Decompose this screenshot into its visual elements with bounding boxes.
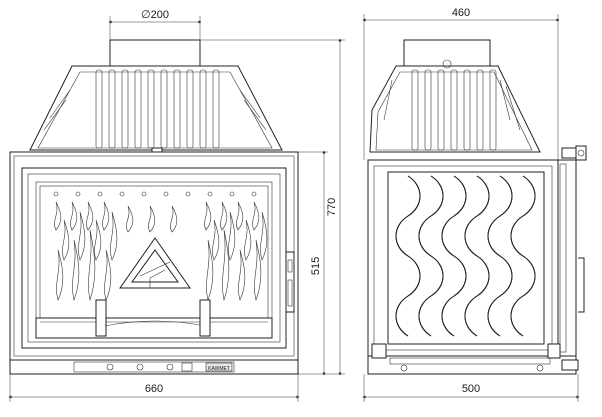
front-grate	[35, 299, 273, 339]
dim-side-depth-top-label: 460	[452, 7, 470, 19]
front-flame-pattern	[54, 201, 268, 302]
side-hood-rib	[424, 69, 432, 151]
front-door-handle	[285, 251, 295, 313]
front-rivet	[207, 191, 213, 197]
front-hood-ribs	[43, 69, 267, 149]
dim-front-door-height-label: 515	[310, 257, 322, 275]
front-top-hood	[29, 65, 283, 151]
front-rivet	[141, 191, 147, 197]
kawmet-triangle-logo-icon	[119, 237, 191, 289]
flame	[56, 249, 64, 301]
side-hood-rib	[476, 69, 484, 151]
dim-front-width: 660	[8, 374, 300, 402]
front-hood-rib	[147, 69, 155, 149]
side-view	[367, 39, 587, 375]
flame	[78, 211, 86, 261]
flame	[54, 201, 62, 231]
side-flue-collar	[403, 39, 491, 67]
front-hood-rib	[95, 69, 103, 149]
flame	[102, 201, 110, 231]
dim-front-door-height: 515	[298, 150, 328, 376]
flame	[62, 219, 70, 261]
side-top-hood	[369, 65, 541, 153]
side-door-handle	[561, 145, 587, 313]
flame	[252, 201, 260, 231]
side-wavy-channel-inner	[418, 175, 444, 337]
dim-flue-diameter-label: ∅200	[141, 9, 169, 21]
flame	[206, 239, 214, 302]
flame	[220, 201, 228, 231]
front-rivet	[185, 191, 191, 197]
front-flue-collar	[109, 39, 201, 67]
flame	[72, 239, 80, 302]
side-hood-rib	[489, 69, 497, 151]
dim-side-depth-bottom: 500	[362, 374, 580, 402]
flame	[126, 205, 134, 233]
front-hood-rib	[134, 69, 142, 149]
front-base-knobs	[106, 362, 193, 372]
flame	[86, 201, 94, 231]
side-feet	[371, 343, 579, 372]
front-rivet	[163, 191, 169, 197]
brand-plate	[205, 362, 233, 372]
side-wavy-channel-inner	[487, 175, 513, 337]
front-hood-rib	[212, 69, 220, 149]
flame	[148, 205, 156, 233]
side-hood-ribs	[383, 69, 521, 151]
side-wavy-channels	[395, 175, 536, 337]
front-view: KAWMET	[9, 39, 299, 375]
flame	[254, 239, 262, 302]
flame	[204, 201, 212, 231]
front-hood-rib	[199, 69, 207, 149]
flame	[70, 201, 78, 231]
flame	[260, 211, 268, 261]
side-wavy-channel-inner	[441, 175, 467, 337]
front-hood-rib	[108, 69, 116, 149]
flame	[212, 219, 220, 261]
flame	[110, 211, 118, 261]
front-hood-side-rib	[43, 89, 71, 131]
flame	[228, 211, 236, 261]
front-rivet	[53, 191, 59, 197]
front-hood-rib	[186, 69, 194, 149]
front-hood-side-rib	[239, 89, 267, 131]
flame	[94, 219, 102, 261]
dim-side-depth-top: 460	[362, 7, 560, 160]
front-rivet	[251, 191, 257, 197]
front-rivet	[119, 191, 125, 197]
front-hood-rib	[160, 69, 168, 149]
side-hood-side-rib	[383, 79, 521, 131]
flame	[104, 249, 112, 301]
dim-front-total-height: 770	[200, 38, 345, 376]
side-wavy-channel-inner	[395, 175, 421, 337]
dim-front-width-label: 660	[145, 383, 163, 395]
flame	[244, 219, 252, 261]
flame	[236, 201, 244, 231]
flame	[88, 229, 96, 302]
side-wavy-channel-inner	[464, 175, 490, 337]
side-base	[367, 355, 577, 375]
brand-plate-text: KAWMET	[208, 366, 230, 372]
side-door-edge	[557, 159, 577, 357]
side-hood-rib	[437, 69, 445, 151]
side-hood-rib	[450, 69, 458, 151]
flame	[238, 249, 246, 301]
front-hood-rib	[173, 69, 181, 149]
side-hood-rib	[411, 69, 419, 151]
front-rivet-row	[53, 191, 257, 197]
flame	[222, 229, 230, 302]
dim-front-total-height-label: 770	[326, 198, 338, 216]
side-hood-rib	[463, 69, 471, 151]
side-wavy-channel-inner	[510, 175, 536, 337]
dim-side-depth-bottom-label: 500	[462, 383, 480, 395]
flame	[170, 205, 178, 233]
front-rivet	[97, 191, 103, 197]
front-rivet	[75, 191, 81, 197]
front-rivet	[229, 191, 235, 197]
side-hood-bolt	[442, 59, 452, 69]
front-hood-rib	[121, 69, 129, 149]
dim-flue-diameter: ∅200	[108, 9, 202, 40]
